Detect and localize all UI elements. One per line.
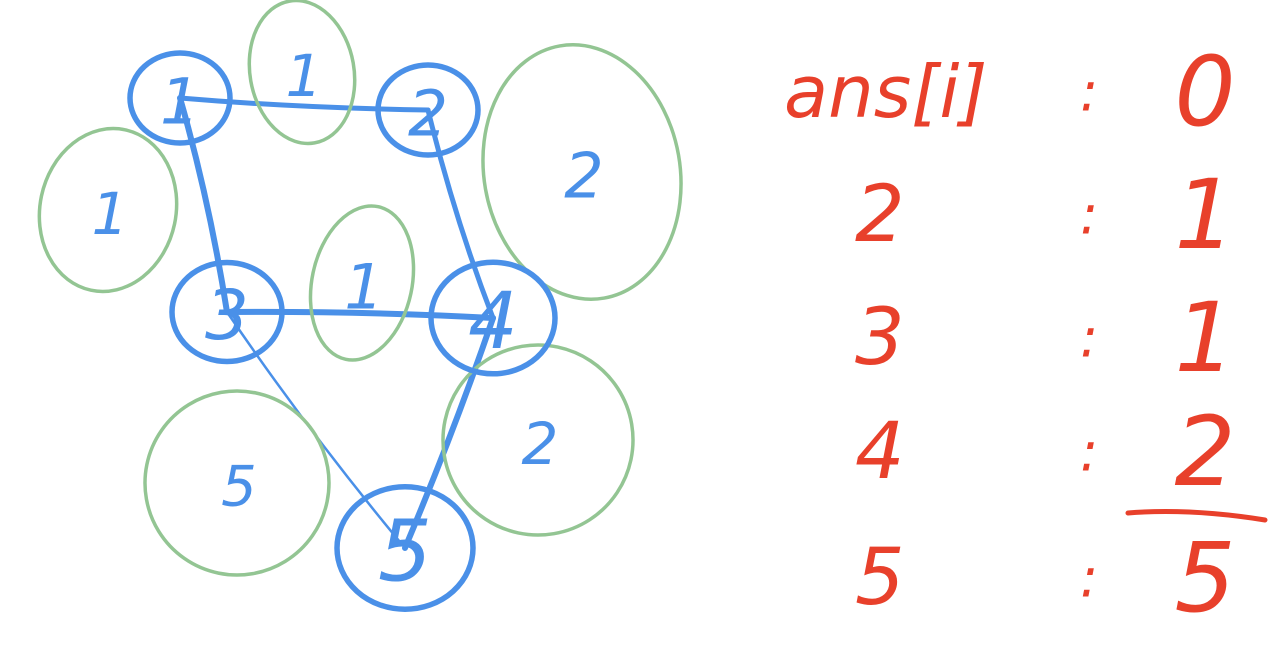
weight-label-1-3: 1 xyxy=(92,180,129,248)
node-label-1: 1 xyxy=(160,66,200,139)
weight-label-3-4: 1 xyxy=(344,251,383,324)
answer-value-2: 1 xyxy=(1174,159,1235,271)
weight-ring-2-4 xyxy=(481,43,683,301)
answer-index-5: 5 xyxy=(855,533,905,623)
weight-ring-1-3 xyxy=(37,126,179,294)
edge-4-5 xyxy=(402,315,496,551)
weight-label-1-2: 1 xyxy=(286,42,323,110)
weight-ring-3-4 xyxy=(308,204,416,362)
node-label-2: 2 xyxy=(408,78,448,151)
node-label-4: 4 xyxy=(468,277,518,367)
answer-underline-scribble xyxy=(1125,509,1268,523)
node-label-5: 5 xyxy=(378,503,432,602)
edge-2-4 xyxy=(425,107,496,321)
answer-index-3: 3 xyxy=(855,293,905,383)
weight-label-2-4: 2 xyxy=(564,140,603,213)
weight-label-4-5: 2 xyxy=(522,410,559,478)
node-circle-3 xyxy=(169,259,285,365)
answer-panel: ans[i] : 0 2: 1 3: 1 4: 2 5: 5 xyxy=(784,36,1268,634)
edge-3-4 xyxy=(224,308,496,321)
weight-label-3-5: 5 xyxy=(221,455,257,520)
weight-ring-1-2 xyxy=(247,0,357,146)
answer-value-4: 2 xyxy=(1174,396,1235,508)
nodes-layer: 1 2 3 4 5 xyxy=(127,50,558,612)
weight-ring-4-5 xyxy=(441,343,635,537)
node-label-3: 3 xyxy=(205,276,249,356)
answer-separator: : xyxy=(1080,547,1098,610)
answer-title: ans[i] xyxy=(784,50,987,134)
node-circle-1 xyxy=(127,50,233,146)
answer-separator: : xyxy=(1080,421,1098,484)
node-circle-5 xyxy=(334,484,476,612)
node-circle-4 xyxy=(428,259,558,377)
answer-separator: : xyxy=(1080,61,1098,124)
answer-index-4: 4 xyxy=(855,407,905,497)
node-circle-2 xyxy=(375,62,481,158)
edge-1-3 xyxy=(177,95,230,315)
answer-value-title-row: 0 xyxy=(1174,36,1235,148)
answer-index-2: 2 xyxy=(855,170,905,260)
answer-separator: : xyxy=(1080,184,1098,247)
answer-value-3: 1 xyxy=(1174,282,1235,394)
answer-separator: : xyxy=(1080,307,1098,370)
edge-1-2 xyxy=(177,95,431,113)
weight-ring-3-5 xyxy=(143,389,331,577)
answer-value-5: 5 xyxy=(1174,522,1235,634)
